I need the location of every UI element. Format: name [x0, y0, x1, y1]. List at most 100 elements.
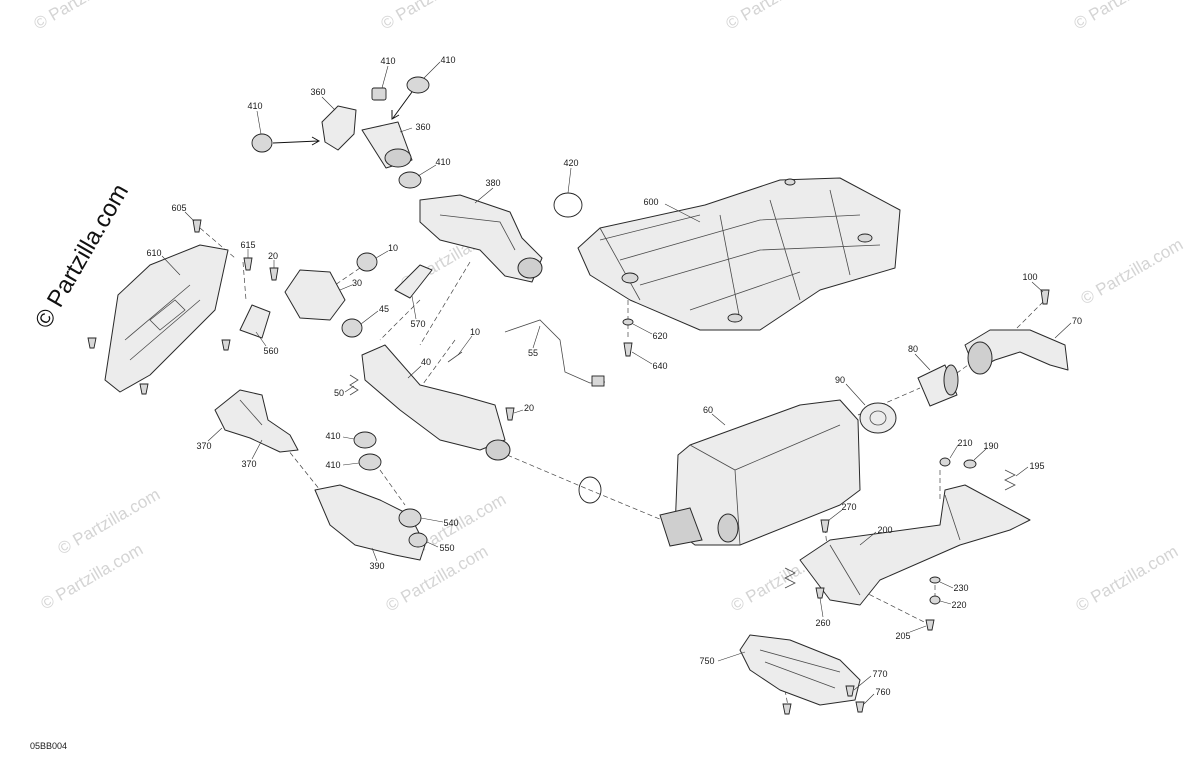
callout-label: 640 — [652, 361, 667, 371]
leader-line — [184, 211, 195, 222]
watermark-text: © Partzilla.com — [723, 0, 832, 33]
assembly-line — [419, 261, 471, 346]
leader-line — [1054, 322, 1072, 339]
leader-line — [939, 600, 952, 605]
screw-640 — [623, 342, 633, 357]
skid-plate-boss — [784, 178, 796, 186]
sensor-55-wire — [504, 319, 606, 384]
watermark-text: © Partzilla.com — [1073, 542, 1182, 616]
bolt-270 — [820, 519, 830, 533]
leader-line — [973, 448, 987, 461]
shield-750 — [739, 634, 861, 706]
leader-lines — [161, 61, 1072, 705]
clamp-410 — [353, 431, 377, 449]
spring-50 — [349, 374, 359, 396]
skid-plate-boss — [857, 233, 873, 243]
clamp-410 — [358, 453, 382, 471]
muffler-seam — [689, 424, 841, 546]
assembly-line — [499, 451, 663, 521]
leader-line — [256, 110, 262, 135]
leader-line — [914, 353, 931, 371]
callout-label: 70 — [1072, 316, 1082, 326]
leader-line — [532, 325, 541, 349]
screw-205 — [925, 619, 935, 631]
leader-line — [513, 409, 524, 414]
leader-line — [344, 385, 355, 393]
leader-line — [255, 331, 267, 347]
callout-label: 260 — [815, 618, 830, 628]
nut-190 — [963, 459, 977, 469]
leader-line — [342, 436, 355, 440]
callout-label: 210 — [957, 438, 972, 448]
pipe-370-seam — [239, 399, 263, 426]
leader-line — [939, 581, 954, 589]
callout-label: 80 — [908, 344, 918, 354]
callout-label: 30 — [352, 278, 362, 288]
heat-shield-outline — [104, 244, 229, 393]
gasket-10 — [356, 252, 378, 272]
part-200-bracket — [784, 457, 1031, 631]
screw-770 — [845, 685, 855, 697]
clamp-550 — [408, 532, 428, 548]
callout-label: 390 — [369, 561, 384, 571]
mid-section-parts — [239, 252, 606, 387]
leader-line — [457, 335, 473, 356]
leader-line — [853, 675, 872, 691]
clamps-410 — [251, 76, 430, 471]
bolt-100 — [1040, 289, 1050, 305]
figure-code: 05BB004 — [30, 741, 67, 751]
nut-210 — [939, 457, 951, 467]
callout-label: 20 — [268, 251, 278, 261]
screw — [139, 383, 149, 395]
callout-label: 360 — [415, 122, 430, 132]
leader-line — [360, 310, 379, 325]
callout-labels: 410 410 410 360 360 410 420 380 600 605 … — [30, 55, 1082, 751]
callout-label: 610 — [146, 248, 161, 258]
clamp-410 — [398, 171, 422, 189]
skid-plate-outline — [577, 177, 901, 331]
part-390-pipe — [314, 484, 428, 561]
leader-line — [909, 625, 927, 633]
bracket-200-edge — [829, 494, 961, 596]
callout-label: 200 — [877, 525, 892, 535]
assembly-line — [784, 689, 789, 707]
callout-label: 270 — [841, 502, 856, 512]
watermark-text: © Partzilla.com — [378, 0, 487, 33]
spring-195 — [1004, 469, 1016, 491]
watermark-text: © Partzilla.com — [38, 540, 147, 614]
bracket-200 — [799, 484, 1031, 606]
callout-label: 770 — [872, 669, 887, 679]
washer-230 — [929, 576, 941, 584]
leader-line — [161, 255, 181, 276]
pipe-380-end — [517, 257, 543, 279]
callout-label: 410 — [440, 55, 455, 65]
leader-line — [407, 365, 422, 379]
heat-shield-texture — [124, 284, 201, 361]
pipe-390 — [314, 484, 426, 561]
muffler-outlet — [717, 513, 739, 543]
callout-label: 40 — [421, 357, 431, 367]
callout-label: 570 — [410, 319, 425, 329]
gasket-90-hole — [869, 410, 887, 426]
leader-line — [474, 187, 494, 204]
assembly-line — [379, 469, 406, 506]
leader-line — [632, 323, 653, 335]
assembly-line — [824, 527, 829, 556]
callout-label: 410 — [325, 431, 340, 441]
leader-line — [321, 96, 336, 111]
leader-line — [863, 693, 875, 705]
skid-plate-ribs — [599, 189, 881, 321]
screw — [815, 587, 825, 599]
leader-line — [381, 65, 389, 89]
pipe-70-flange — [967, 341, 993, 375]
part-380-pipe — [419, 192, 583, 283]
watermark-text: © Partzilla.com — [31, 0, 140, 33]
clamp-540 — [398, 508, 422, 528]
part-60-muffler — [659, 399, 861, 547]
gasket-90 — [859, 402, 897, 434]
leader-line — [819, 597, 824, 618]
pipe-40-end — [485, 439, 511, 461]
sensor-55-connector — [591, 375, 605, 387]
leader-line — [711, 413, 726, 426]
screw — [87, 337, 97, 349]
